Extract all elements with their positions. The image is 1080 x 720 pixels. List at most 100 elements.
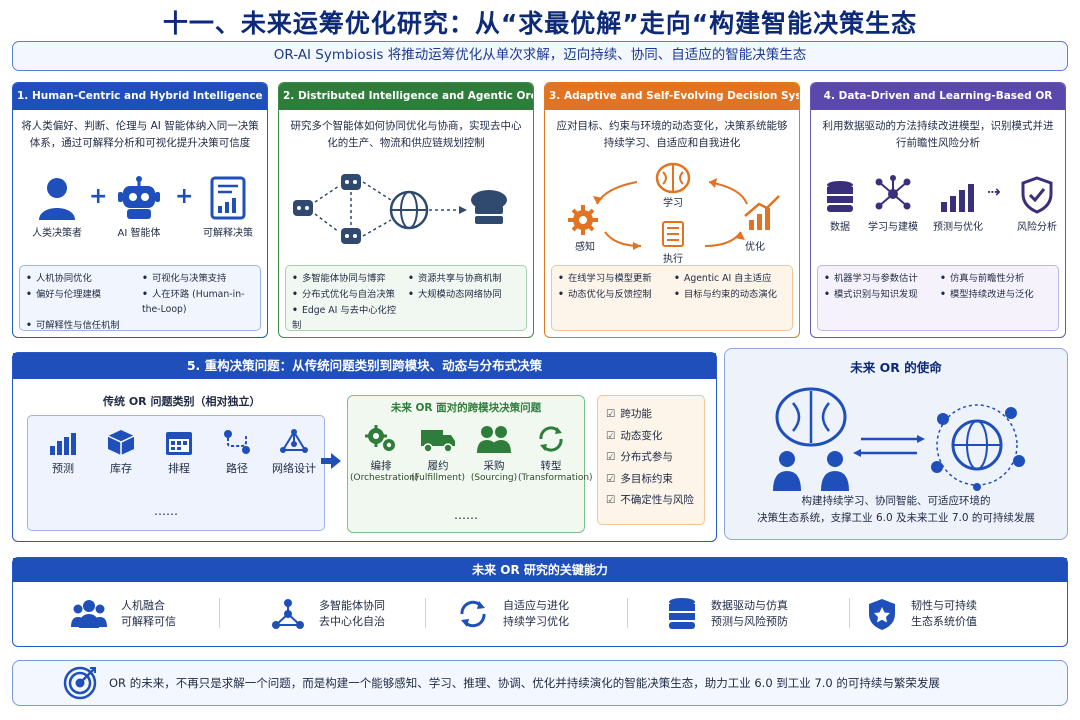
capability-adaptive: 自适应与进化持续学习优化	[457, 594, 569, 634]
future-problems-box: 未来 OR 面对的跨模块决策问题 编排 (Orchestration) 履约 (…	[347, 395, 593, 533]
card-description: 应对目标、约束与环境的动态变化，决策系统能够持续学习、自适应和自我进化	[556, 120, 788, 149]
list-item: 资源共享与协商机制	[408, 271, 520, 286]
card-icons: 学习 感知 优化 执行	[545, 158, 799, 265]
item-label: 编排	[370, 460, 392, 472]
item-en-label: (Transformation)	[518, 473, 593, 483]
list-item: 动态优化与反馈控制	[558, 287, 670, 302]
card-icons: 人类决策者 + AI 智能体 + 可解释决策	[13, 158, 267, 263]
list-item: 大规模动态网络协同	[408, 287, 520, 302]
person-icon	[39, 178, 75, 220]
item-en-label: (Fulfillment)	[410, 473, 466, 483]
capability-line1: 自适应与进化	[503, 599, 569, 612]
card-data-driven: 4. Data-Driven and Learning-Based OR 利用数…	[810, 82, 1066, 338]
routing-item: 路径	[212, 428, 262, 476]
database-icon	[669, 598, 695, 629]
robot-icon	[118, 176, 160, 219]
item-label: 转型	[540, 460, 562, 472]
list-item: 偏好与伦理建模	[26, 287, 138, 317]
card-bullet-list: 人机协同优化 可视化与决策支持 偏好与伦理建模 人在环路 (Human-in-t…	[19, 265, 261, 331]
card-icons: 数据 学习与建模 预测与优化 ⇢ 风险分析	[811, 158, 1065, 263]
shield-check-icon	[1021, 176, 1053, 214]
list-item: 分布式优化与自治决策	[292, 287, 404, 302]
card-description: 研究多个智能体如何协同优化与协商，实现去中心化的生产、物流和供应链规划控制	[290, 120, 522, 149]
cloud-server-icon	[471, 190, 507, 224]
card-heading: 3. Adaptive and Self-Evolving Decision S…	[545, 83, 799, 110]
list-item: 机器学习与参数估计	[824, 271, 936, 286]
icon-label: 可解释决策	[203, 228, 253, 239]
robot-icon	[293, 200, 313, 216]
capability-line2: 可解释可信	[121, 615, 176, 628]
divider	[627, 598, 628, 628]
calendar-icon	[166, 432, 192, 455]
label-optimize: 优化	[745, 242, 765, 253]
card-icons	[279, 158, 533, 263]
item-label: 履约	[427, 460, 449, 472]
item-label: 路径	[226, 462, 248, 475]
list-item: 模型持续改进与泛化	[940, 287, 1052, 302]
checklist-item: 多目标约束	[606, 469, 696, 491]
people-icon	[71, 600, 107, 628]
globe-icon	[951, 419, 1003, 471]
truck-icon	[421, 430, 455, 453]
capability-line2: 去中心化自治	[319, 615, 385, 628]
report-chart-icon	[210, 176, 246, 220]
user-node-icons	[931, 407, 1025, 491]
ellipsis: ……	[454, 508, 478, 522]
people-icon	[477, 426, 511, 453]
bar-chart-icon	[50, 433, 76, 455]
icon-label: 预测与优化	[933, 222, 983, 233]
list-item: 在线学习与模型更新	[558, 271, 670, 286]
mission-illustration	[773, 387, 1025, 491]
list-item: 模式识别与知识发现	[824, 287, 936, 302]
problem-characteristics-checklist: 跨功能 动态变化 分布式参与 多目标约束 不确定性与风险	[597, 395, 705, 525]
icon-label: AI 智能体	[117, 228, 161, 239]
list-item: 人在环路 (Human-in-the-Loop)	[142, 287, 254, 317]
item-label: 排程	[168, 462, 190, 475]
footer-text: OR 的未来，不再只是求解一个问题，而是构建一个能够感知、学习、推理、协调、优化…	[109, 676, 940, 690]
people-icon	[773, 451, 849, 491]
list-item: Edge AI 与去中心化控制	[292, 303, 404, 333]
capability-line2: 预测与风险预防	[711, 615, 788, 628]
item-en-label: (Orchestration)	[350, 473, 419, 483]
robot-icon	[341, 228, 361, 244]
icon-label: 人类决策者	[32, 228, 82, 239]
mission-panel: 未来 OR 的使命 构建持续学习、协同智能、可适应环境的 决策生态系统，支撑工业…	[724, 348, 1068, 540]
capability-multi-agent: 多智能体协同去中心化自治	[271, 594, 385, 634]
capability-human-ai: 人机融合可解释可信	[71, 594, 176, 634]
bar-chart-icon	[941, 184, 974, 212]
ai-agent: AI 智能体	[109, 176, 169, 239]
learning-modeling-item: 学习与建模	[859, 174, 927, 233]
adaptive-loop-diagram	[568, 162, 780, 250]
checklist-item: 不确定性与风险	[606, 490, 696, 512]
mission-text-line1: 构建持续学习、协同智能、可适应环境的	[801, 495, 991, 507]
card-heading: 2. Distributed Intelligence and Agentic …	[279, 83, 533, 110]
key-capabilities-heading: 未来 OR 研究的关键能力	[13, 558, 1067, 582]
route-icon	[224, 430, 250, 454]
list-item: 多智能体协同与博弈	[292, 271, 404, 286]
card-heading: 4. Data-Driven and Learning-Based OR	[811, 83, 1065, 110]
key-capabilities-panel: 未来 OR 研究的关键能力 人机融合可解释可信 多智能体协同去中心化自治 自适应…	[12, 557, 1068, 647]
transformation-item: 转型 (Transformation)	[518, 424, 593, 483]
card-bullet-list: 在线学习与模型更新 Agentic AI 自主适应 动态优化与反馈控制 目标与约…	[551, 265, 793, 331]
network-icon	[280, 429, 308, 453]
explainable-decision: 可解释决策	[195, 176, 261, 239]
card-description: 将人类偏好、判断、伦理与 AI 智能体纳入同一决策体系，通过可解释分析和可视化提…	[21, 120, 259, 149]
target-icon	[63, 666, 97, 700]
mission-heading: 未来 OR 的使命	[850, 360, 942, 375]
icon-label: 学习与建模	[868, 222, 918, 233]
list-item: 仿真与前瞻性分析	[940, 271, 1052, 286]
brain-icon	[655, 162, 691, 194]
scheduling-item: 排程	[154, 428, 204, 476]
footer-banner: OR 的未来，不再只是求解一个问题，而是构建一个能够感知、学习、推理、协调、优化…	[12, 660, 1068, 706]
mission-text: 构建持续学习、协同智能、可适应环境的 决策生态系统，支撑工业 6.0 及未来工业…	[725, 493, 1067, 527]
capability-line2: 持续学习优化	[503, 615, 569, 628]
brain-icon	[775, 387, 847, 447]
list-item: 目标与约束的动态演化	[674, 287, 786, 302]
item-label: 采购	[483, 460, 505, 472]
risk-analysis-item: 风险分析	[1009, 176, 1065, 233]
orchestration-item: 编排 (Orchestration)	[350, 424, 419, 483]
list-item: Agentic AI 自主适应	[674, 271, 786, 286]
card-distributed-intelligence: 2. Distributed Intelligence and Agentic …	[278, 82, 534, 338]
label-learn: 学习	[663, 198, 683, 209]
list-item: 可解释性与信任机制	[26, 318, 138, 333]
